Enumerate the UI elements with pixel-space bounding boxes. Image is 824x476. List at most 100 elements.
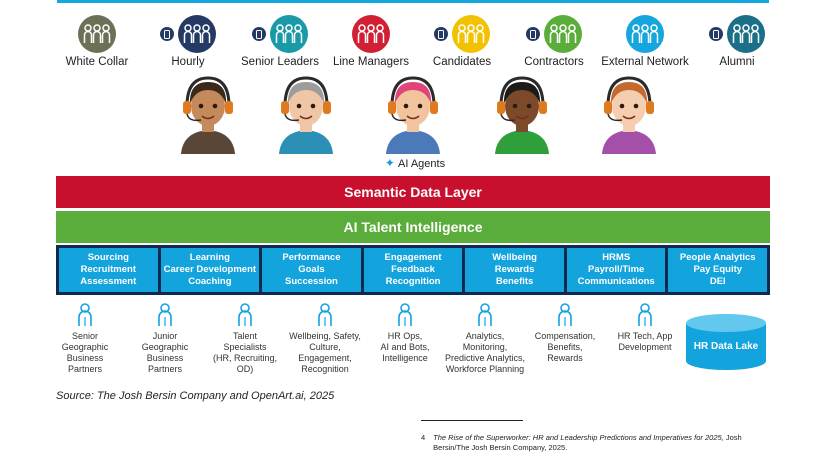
hr-role-line: HR Tech, App (617, 331, 673, 341)
hr-function-line: Recognition (385, 276, 441, 287)
source-caption: Source: The Josh Bersin Company and Open… (56, 390, 335, 402)
top-rule (57, 0, 769, 3)
ai-agent-avatar (378, 74, 448, 154)
people-group-icon (270, 15, 308, 53)
people-group-icon (626, 15, 664, 53)
people-group-icon (352, 15, 390, 53)
semantic-data-layer-bar: Semantic Data Layer (56, 176, 770, 208)
footnote: 4 The Rise of the Superworker: HR and Le… (421, 433, 766, 453)
mobile-phone-icon (252, 27, 266, 41)
hr-role-line: Geographic (61, 342, 109, 352)
hr-function-line: Communications (577, 276, 655, 287)
hr-role: Wellbeing, Safety,Culture,Engagement,Rec… (279, 303, 371, 375)
hr-role-line: Rewards (547, 353, 583, 363)
hr-function-line: Payroll/Time (588, 264, 645, 275)
sparkle-icon: ✦ (384, 156, 395, 170)
hr-role-line: AI and Bots, (380, 342, 430, 352)
hr-role-line: Recognition (301, 364, 349, 374)
ai-agent-avatar (173, 74, 243, 154)
mobile-phone-icon (160, 27, 174, 41)
people-group-icon (452, 15, 490, 53)
person-icon (158, 303, 172, 326)
hr-function-line: DEI (709, 276, 726, 287)
hr-function-line: Coaching (188, 276, 232, 287)
footnote-rule (421, 420, 523, 421)
people-group-icon (727, 15, 765, 53)
hr-role-line: Intelligence (382, 353, 428, 363)
hr-function-line: Succession (285, 276, 338, 287)
person-icon (238, 303, 252, 326)
hr-function-line: Engagement (384, 252, 442, 263)
audience-label: White Collar (65, 56, 129, 68)
audience-6: External Network (590, 14, 700, 68)
hr-function-line: Feedback (391, 264, 435, 275)
footnote-rest: Josh Bersin/The Josh Bersin Company, 202… (433, 433, 742, 452)
person-icon (78, 303, 92, 326)
hr-role: Compensation,Benefits,Rewards (519, 303, 611, 364)
audience-0: White Collar (42, 14, 152, 68)
hr-function-line: Benefits (495, 276, 534, 287)
hr-role-line: Business (146, 353, 184, 363)
footnote-number: 4 (421, 433, 426, 442)
audience-label: Line Managers (332, 56, 410, 68)
audience-label: Hourly (171, 56, 205, 68)
ai-agents-label: ✦AI Agents (384, 156, 446, 170)
hr-role-line: Business (66, 353, 104, 363)
hr-function-line: Rewards (494, 264, 535, 275)
hr-function-line: Assessment (80, 276, 137, 287)
hr-role-line: Monitoring, (462, 342, 508, 352)
hr-role-line: Junior (152, 331, 178, 341)
hr-function-line: Career Development (163, 264, 257, 275)
people-group-icon (78, 15, 116, 53)
hr-role-text: Analytics,Monitoring,Predictive Analytic… (439, 331, 531, 375)
hr-role-line: Wellbeing, Safety, (289, 331, 361, 341)
ai-talent-intelligence-bar: AI Talent Intelligence (56, 211, 770, 243)
audience-7: Alumni (682, 14, 792, 68)
hr-data-lake: HR Data Lake (684, 313, 768, 371)
hr-role: Analytics,Monitoring,Predictive Analytic… (439, 303, 531, 375)
database-icon (686, 314, 766, 370)
hr-function-line: Learning (189, 252, 230, 263)
person-icon (398, 303, 412, 326)
audience-5: Contractors (499, 14, 609, 68)
hr-role-line: Workforce Planning (445, 364, 525, 374)
person-icon (318, 303, 332, 326)
hr-function-line: Sourcing (87, 252, 129, 263)
footnote-title: The Rise of the Superworker: HR and Lead… (433, 433, 724, 442)
hr-function-line: Goals (298, 264, 325, 275)
audience-label: Senior Leaders (241, 56, 319, 68)
audience-4: Candidates (407, 14, 517, 68)
ai-agent-avatar (487, 74, 557, 154)
audience-label: External Network (601, 56, 689, 68)
hr-role-line: Senior (71, 331, 98, 341)
mobile-phone-icon (434, 27, 448, 41)
audience-3: Line Managers (316, 14, 426, 68)
hr-role-line: Geographic (141, 342, 189, 352)
hr-role-line: Engagement, (298, 353, 352, 363)
hr-role: HR Ops,AI and Bots,Intelligence (359, 303, 451, 364)
people-group-icon (178, 15, 216, 53)
hr-function-line: Pay Equity (693, 264, 743, 275)
hr-role-line: Benefits, (547, 342, 583, 352)
ai-agent-avatar (271, 74, 341, 154)
hr-role-line: (HR, Recruiting, (212, 353, 277, 363)
audience-1: Hourly (133, 14, 243, 68)
hr-role-text: Compensation,Benefits,Rewards (519, 331, 611, 364)
hr-function-line: People Analytics (679, 252, 756, 263)
hr-role-text: HR Ops,AI and Bots,Intelligence (359, 331, 451, 364)
hr-role-line: Specialists (223, 342, 267, 352)
hr-function-line: HRMS (602, 252, 631, 263)
